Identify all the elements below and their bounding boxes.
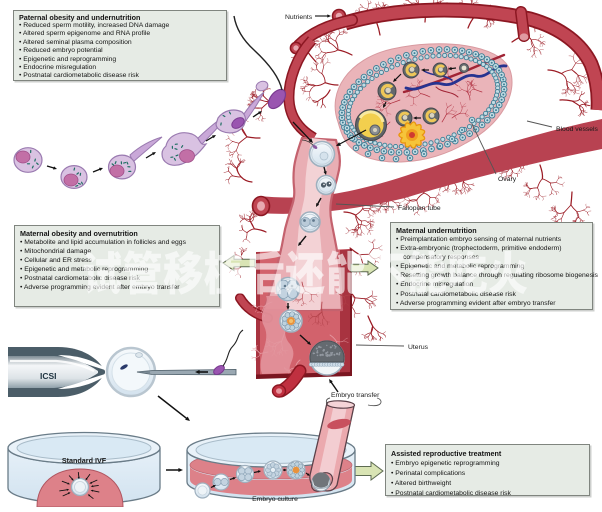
svg-text:Ovary: Ovary [498, 176, 517, 183]
svg-text:Embryo transfer: Embryo transfer [331, 392, 380, 399]
svg-text:Uterus: Uterus [408, 344, 429, 351]
svg-text:Blood vessels: Blood vessels [556, 126, 599, 133]
svg-text:ICSI: ICSI [40, 371, 57, 381]
svg-text:Fallopian tube: Fallopian tube [398, 205, 441, 212]
svg-text:Embryo culture: Embryo culture [252, 496, 298, 503]
svg-text:Nutrients: Nutrients [285, 14, 313, 21]
svg-text:Standard IVF: Standard IVF [62, 456, 107, 465]
